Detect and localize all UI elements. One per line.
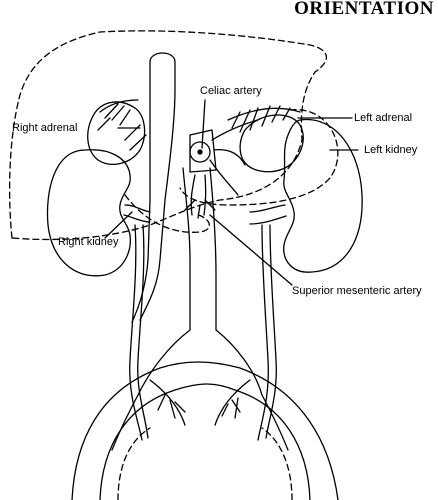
pelvic-outline-inner: [100, 384, 310, 500]
pelvic-dashed-left: [118, 428, 150, 500]
celiac-branches: [210, 120, 258, 195]
aorta-right-wall: [210, 168, 262, 395]
label-right-adrenal: Right adrenal: [12, 122, 78, 134]
left-iliac-vessel: [215, 380, 288, 450]
label-celiac-artery: Celiac artery: [200, 85, 262, 97]
right-kidney: [47, 150, 130, 276]
vena-cava: [140, 53, 175, 320]
left-adrenal-vessels: [228, 106, 300, 132]
duodenum-outline: [125, 195, 209, 232]
right-renal-vessels: [124, 205, 150, 222]
celiac-artery-dot: [198, 150, 202, 154]
right-adrenal-vessels: [98, 100, 146, 150]
label-left-adrenal: Left adrenal: [354, 112, 413, 124]
label-superior-mesenteric-artery: Superior mesenteric artery: [292, 285, 422, 297]
left-ureter: [258, 225, 268, 440]
superior-mesenteric-artery: [191, 175, 205, 215]
right-ureter-inner: [138, 225, 148, 438]
label-left-kidney: Left kidney: [364, 144, 418, 156]
left-renal-vessels: [250, 205, 286, 224]
sma-branches: [185, 200, 215, 218]
celiac-artery-box: [190, 130, 216, 172]
iliac-branches: [158, 395, 240, 418]
leader-sma: [210, 215, 292, 285]
label-right-kidney: Right kidney: [58, 236, 119, 248]
aorta: [138, 168, 190, 395]
left-kidney: [284, 120, 362, 273]
right-iliac-vessel: [112, 380, 185, 450]
leader-right-kidney: [105, 212, 132, 238]
leader-celiac-artery: [202, 100, 205, 148]
left-adrenal: [240, 115, 303, 172]
pelvic-outline-outer: [72, 362, 338, 500]
figure-heading: ORIENTATION: [294, 0, 434, 19]
pelvic-dashed-right: [262, 428, 292, 500]
vena-cava-left-wall: [132, 62, 150, 322]
right-ureter: [130, 225, 142, 440]
liver-outline: [10, 31, 327, 240]
